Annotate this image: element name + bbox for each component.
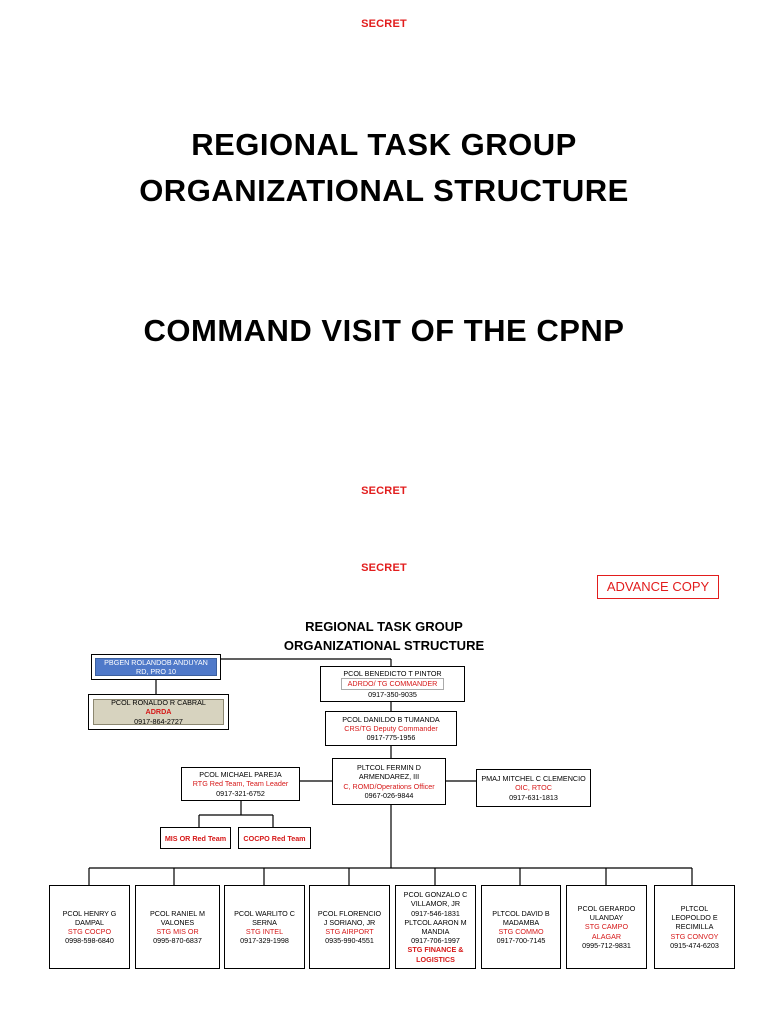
stg-name-line: MANDIA (421, 927, 450, 936)
cocpo-red-team-box: COCPO Red Team (238, 827, 311, 849)
red-team-phone: 0917-321-6752 (216, 788, 265, 798)
rtoc-role: OIC, RTOC (515, 783, 552, 793)
red-team-name: PCOL MICHAEL PAREJA (199, 770, 282, 780)
stg-phone: 0915-474-6203 (670, 940, 719, 950)
title-line-2: ORGANIZATIONAL STRUCTURE (139, 173, 629, 208)
stg-role: STG CONVOY (670, 931, 719, 941)
stg-name-line: VILLAMOR, JR (410, 899, 461, 909)
operations-name-2: ARMENDAREZ, III (358, 772, 420, 782)
stg-role: STG FINANCE & (407, 945, 464, 955)
advance-copy-label: ADVANCE COPY (597, 575, 719, 599)
stg-name-line: PCOL GONZALO C (403, 890, 468, 900)
deputy-name: PCOL DANILDO B TUMANDA (342, 714, 440, 724)
stg-role: STG COCPO (67, 927, 112, 936)
deputy-role: CRS/TG Deputy Commander (344, 723, 438, 733)
rtoc-phone: 0917-631-1813 (509, 792, 558, 802)
adrda-name: PCOL RONALDO R CABRAL (111, 698, 206, 708)
rd-inner: PBGEN ROLANDOB ANDUYAN RD, PRO 10 (95, 658, 217, 676)
red-team-role: RTG Red Team, Team Leader (192, 779, 289, 789)
stg-box: PCOL WARLITO C SERNA STG INTEL 0917-329-… (224, 885, 305, 969)
red-team-leader-box: PCOL MICHAEL PAREJA RTG Red Team, Team L… (181, 767, 300, 801)
title-line-1: REGIONAL TASK GROUP (191, 127, 577, 162)
operations-phone: 0967-026-9844 (364, 790, 414, 800)
chart-title-line-1: REGIONAL TASK GROUP (305, 619, 463, 634)
stg-name-line: MADAMBA (502, 917, 540, 927)
adrda-role: ADRDA (145, 707, 172, 717)
stg-name-line: PCOL FLORENCIO (317, 908, 382, 918)
mis-or-red-team-label: MIS OR Red Team (164, 833, 227, 843)
rd-name: PBGEN ROLANDOB ANDUYAN (104, 657, 208, 667)
commander-role: ADRDO/ TG COMMANDER (340, 678, 445, 690)
stg-box: PLTCOL DAVID B MADAMBA STG COMMO 0917-70… (481, 885, 561, 969)
stg-name-line: DAMPAL (74, 917, 105, 927)
stg-role: LOGISTICS (416, 954, 455, 964)
stg-box: PCOL RANIEL M VALONES STG MIS OR 0995-87… (135, 885, 220, 969)
stg-name-line: J SORIANO, JR (323, 917, 376, 927)
stg-role: STG INTEL (245, 927, 284, 936)
stg-role: ALAGAR (591, 931, 622, 941)
secret-marking-second-page: SECRET (361, 562, 407, 574)
stg-box: PCOL GERARDO ULANDAY STG CAMPO ALAGAR 09… (566, 885, 647, 969)
stg-phone: 0917-706-1997 (411, 936, 460, 946)
operations-name-1: PLTCOL FERMIN D (357, 763, 421, 773)
stg-name-line: PLTCOL AARON M (404, 917, 467, 927)
stg-name-line: PCOL GERARDO (577, 903, 636, 913)
stg-name-line: PCOL RANIEL M (150, 908, 205, 918)
stg-phone: 0917-700-7145 (496, 936, 546, 946)
commander-name: PCOL BENEDICTO T PINTOR (343, 669, 442, 679)
stg-box: PCOL HENRY G DAMPAL STG COCPO 0998-598-6… (49, 885, 130, 969)
deputy-phone: 0917-775-1956 (366, 733, 416, 743)
stg-name-line: RECIMILLA (675, 922, 714, 932)
stg-phone: 0995-712-9831 (582, 940, 631, 950)
stg-name-line: LEOPOLDO E (671, 913, 718, 923)
stg-role: STG COMMO (498, 927, 544, 936)
rd-box: PBGEN ROLANDOB ANDUYAN RD, PRO 10 (91, 654, 221, 680)
stg-name-line: PCOL WARLITO C (234, 908, 295, 918)
stg-box: PLTCOL LEOPOLDO E RECIMILLA STG CONVOY 0… (654, 885, 735, 969)
commander-box: PCOL BENEDICTO T PINTOR ADRDO/ TG COMMAN… (320, 666, 465, 702)
stg-phone: 0935-990-4551 (325, 936, 374, 946)
stg-role: STG AIRPORT (325, 927, 374, 936)
rd-role: RD, PRO 10 (136, 667, 176, 676)
stg-phone: 0998-598-6840 (65, 936, 114, 946)
adrda-box: PCOL RONALDO R CABRAL ADRDA 0917-864-272… (88, 694, 229, 730)
secret-marking-top: SECRET (361, 18, 407, 30)
stg-name-line: ULANDAY (589, 913, 624, 923)
stg-name-line: PLTCOL (680, 903, 709, 913)
stg-box: PCOL GONZALO C VILLAMOR, JR 0917-546-183… (395, 885, 476, 969)
stg-role: STG CAMPO (584, 922, 629, 932)
deputy-commander-box: PCOL DANILDO B TUMANDA CRS/TG Deputy Com… (325, 711, 457, 746)
adrda-phone: 0917-864-2727 (134, 716, 183, 726)
stg-name-line: PLTCOL DAVID B (492, 908, 550, 918)
stg-role: STG MIS OR (156, 927, 199, 936)
rtoc-name: PMAJ MITCHEL C CLEMENCIO (481, 774, 586, 784)
subtitle: COMMAND VISIT OF THE CPNP (143, 313, 625, 348)
stg-phone: 0995-870-6837 (153, 936, 202, 946)
commander-phone: 0917-350-9035 (368, 689, 417, 699)
cocpo-red-team-label: COCPO Red Team (243, 833, 306, 843)
stg-name-line: PCOL HENRY G (62, 908, 117, 918)
stg-name-line: SERNA (252, 917, 277, 927)
secret-marking-middle: SECRET (361, 485, 407, 497)
rtoc-box: PMAJ MITCHEL C CLEMENCIO OIC, RTOC 0917-… (476, 769, 591, 807)
adrda-inner: PCOL RONALDO R CABRAL ADRDA 0917-864-272… (93, 698, 224, 726)
stg-phone: 0917-329-1998 (240, 936, 289, 946)
stg-name-line: VALONES (160, 917, 195, 927)
stg-phone: 0917-546-1831 (411, 908, 460, 918)
mis-or-red-team-box: MIS OR Red Team (160, 827, 231, 849)
operations-role: C, ROMD/Operations Officer (343, 781, 435, 791)
stg-box: PCOL FLORENCIO J SORIANO, JR STG AIRPORT… (309, 885, 390, 969)
chart-title-line-2: ORGANIZATIONAL STRUCTURE (283, 638, 485, 653)
operations-officer-box: PLTCOL FERMIN D ARMENDAREZ, III C, ROMD/… (332, 758, 446, 805)
